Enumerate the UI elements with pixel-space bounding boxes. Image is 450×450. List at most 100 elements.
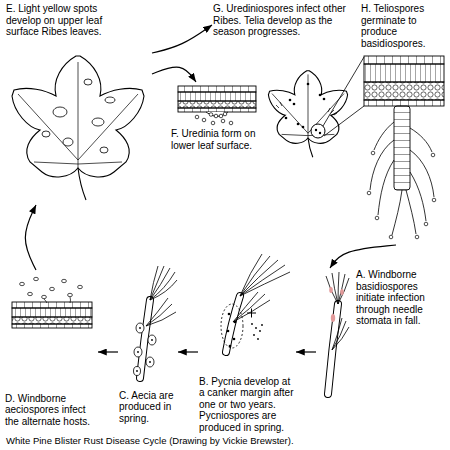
aeciospore [28, 292, 33, 295]
cycle-arrow [98, 351, 118, 352]
epidermis [178, 108, 256, 112]
basidiospore [389, 235, 393, 239]
pine-twig-aecia [134, 266, 178, 378]
needles [233, 254, 290, 322]
stage-node: D. Windborne aeciospores infect the alte… [4, 270, 98, 428]
stage-node: H. Teliospores germinate to produce basi… [360, 2, 446, 245]
uredinia-dot [302, 126, 305, 129]
stage-label: A. Windborne basidiospores initiate infe… [356, 269, 446, 327]
stage-label: G. Urediniospores infect other Ribes. Te… [213, 3, 353, 38]
uredinia-dot [307, 83, 310, 86]
palisade [178, 92, 256, 101]
aeciospore-landing [12, 277, 92, 328]
basidiospore [375, 216, 379, 220]
basidiospore [371, 151, 375, 155]
urediniospore [223, 112, 227, 116]
aeciospore [20, 282, 25, 285]
basidiospore [424, 222, 428, 226]
uredinia-section [178, 86, 256, 125]
stage-node: G. Urediniospores infect other Ribes. Te… [212, 2, 354, 48]
basidiospore [431, 153, 435, 157]
spongy-tissue [12, 317, 92, 324]
aeciospore [50, 287, 55, 290]
ribes-leaf-outline [12, 56, 144, 200]
cycle-arrow [178, 351, 198, 352]
leaf-spot [53, 107, 67, 117]
leaf-spot [92, 118, 104, 126]
infection-spots [329, 287, 344, 322]
aeciospore [78, 285, 83, 288]
aecium [136, 323, 144, 333]
spongy-tissue [364, 82, 444, 100]
spongy-tissue [178, 101, 256, 108]
basidiospore [367, 191, 371, 195]
uredinia-dots [285, 83, 326, 129]
urediniospore [202, 118, 206, 122]
ribes-leaf [12, 56, 144, 200]
uredinia-dot [323, 98, 326, 101]
cycle-arrow [152, 67, 196, 82]
needles [146, 266, 177, 326]
telia-inset [364, 56, 444, 239]
ribes-leaf-outline [268, 71, 347, 157]
uredinia-dot [289, 99, 292, 102]
leaf-spot [105, 97, 115, 103]
canker-margin [221, 304, 243, 348]
germ-tube [44, 297, 71, 303]
palisade [364, 64, 444, 82]
aeciospore [42, 295, 47, 298]
epidermis [178, 86, 256, 92]
magnifier-circle [311, 124, 325, 138]
cycle-arrow [152, 25, 212, 53]
stage-node: E. Light yellow spots develop on upper l… [4, 2, 152, 205]
plus-symbol [247, 309, 256, 318]
basidiospores [367, 151, 436, 239]
pycnia [227, 313, 237, 348]
uredinia-dot [285, 117, 288, 120]
cycle-arrow [25, 205, 36, 270]
epidermis [364, 100, 444, 106]
stage-label: C. Aecia are produced in spring. [119, 390, 177, 425]
basidiospore [432, 198, 436, 202]
stage-node: F. Uredinia form on lower leaf surface. [170, 82, 264, 152]
epidermis [364, 56, 444, 64]
zoom-lines [323, 57, 364, 136]
stage-label: D. Windborne aeciospores infect the alte… [5, 393, 97, 428]
stage-label: H. Teliospores germinate to produce basi… [361, 3, 445, 49]
basidiospore [415, 235, 419, 239]
aeciospores [20, 277, 83, 298]
epidermis [12, 324, 92, 328]
stage-label: B. Pycnia develop at a canker margin aft… [199, 376, 295, 434]
uredinia-dot [319, 94, 322, 97]
aecia-blisters [134, 323, 157, 376]
urediniospore [219, 114, 223, 118]
pine-twig-infection [326, 272, 349, 394]
cycle-arrow [330, 245, 396, 268]
urediniospore [214, 114, 218, 118]
pine-twig-pycnia [221, 254, 290, 352]
needles [326, 272, 349, 350]
uredinia-dot [297, 123, 300, 126]
stage-label: E. Light yellow spots develop on upper l… [6, 3, 120, 38]
urediniospore [221, 119, 225, 123]
aeciospore [34, 277, 39, 280]
aecium [146, 357, 154, 367]
stage-node: A. Windborne basidiospores initiate infe… [316, 268, 446, 400]
aecia-dots [136, 327, 153, 372]
ribes-leaf-infected [268, 57, 364, 157]
leaf-spot [63, 138, 73, 146]
promycelia [370, 122, 434, 235]
urediniospore [195, 115, 199, 119]
uredinia-dot [293, 103, 296, 106]
leaf-spots [42, 79, 115, 153]
stage-node: B. Pycnia develop at a canker margin aft… [198, 250, 296, 434]
stage-node: C. Aecia are produced in spring. [118, 262, 178, 425]
urediniospore [229, 121, 233, 125]
aecium [148, 335, 156, 345]
epidermis [12, 302, 92, 308]
aeciospore [68, 293, 73, 296]
urediniospore [211, 121, 215, 125]
palisade [12, 308, 92, 317]
leaf-spot [100, 147, 108, 153]
aecium [134, 367, 141, 376]
